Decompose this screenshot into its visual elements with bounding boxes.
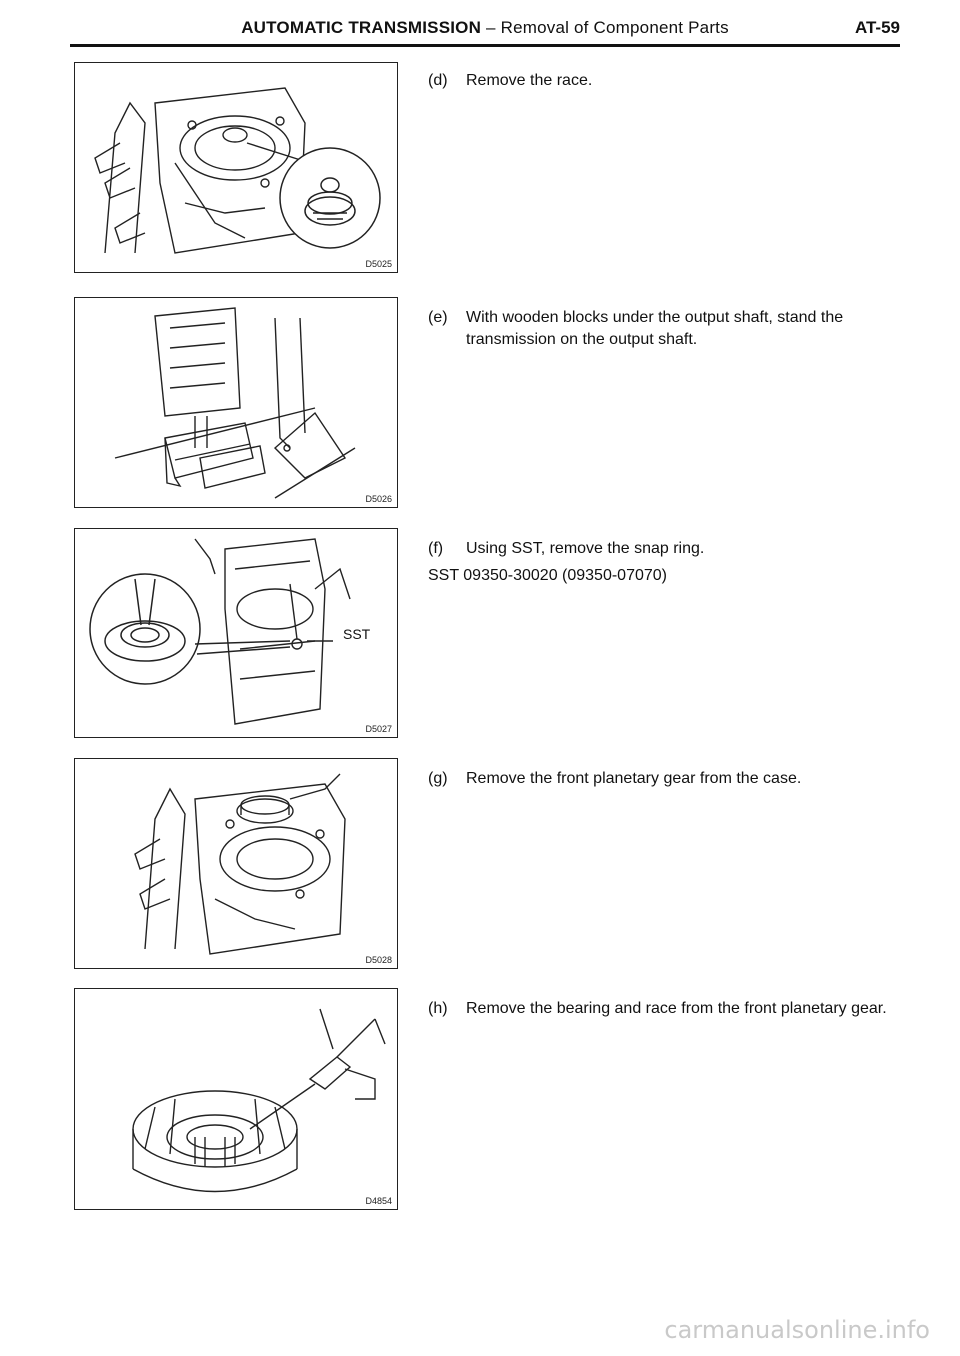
step-text: With wooden blocks under the output shaf… [466, 309, 844, 348]
figure-planetary-gear-removal: D5028 [74, 758, 398, 969]
figure-code: D4854 [365, 1196, 392, 1206]
step-letter: (g) [428, 770, 448, 787]
sst-callout-label: SST [343, 626, 371, 642]
illustration-planetary-gear-removal [134, 773, 346, 955]
header-title: AUTOMATIC TRANSMISSION – Removal of Comp… [70, 18, 900, 38]
step-text: Remove the bearing and race from the fro… [466, 1000, 887, 1017]
step-letter: (f) [428, 540, 444, 557]
step-text: Using SST, remove the snap ring. [466, 540, 705, 557]
figure-sst-snap-ring: SST D5027 [74, 528, 398, 738]
illustration-transmission-race [94, 87, 381, 254]
illustration-wooden-blocks [114, 307, 356, 499]
figure-bearing-race-removal: D4854 [74, 988, 398, 1210]
figure-code: D5026 [365, 494, 392, 504]
figure-code: D5025 [365, 259, 392, 269]
figure-remove-race: D5025 [74, 62, 398, 273]
step-letter: (e) [428, 309, 448, 326]
section-subtitle: Removal of Component Parts [500, 18, 729, 37]
footer-watermark: carmanualsonline.info [664, 1316, 930, 1344]
illustration-sst-snap-ring [89, 538, 351, 725]
header-separator: – [486, 18, 496, 37]
section-title: AUTOMATIC TRANSMISSION [241, 18, 482, 37]
illustration-bearing-race-removal [132, 1008, 386, 1193]
page-number: AT-59 [854, 18, 900, 37]
figure-code: D5028 [365, 955, 392, 965]
header-rule [70, 44, 900, 47]
figure-wooden-blocks: D5026 [74, 297, 398, 508]
step-letter: (h) [428, 1000, 448, 1017]
page-header: AUTOMATIC TRANSMISSION – Removal of Comp… [70, 18, 900, 44]
step-text: Remove the race. [466, 72, 593, 89]
sst-part-number: SST 09350-30020 (09350-07070) [428, 567, 667, 584]
step-letter: (d) [428, 72, 448, 89]
step-text: Remove the front planetary gear from the… [466, 770, 802, 787]
figure-code: D5027 [365, 724, 392, 734]
